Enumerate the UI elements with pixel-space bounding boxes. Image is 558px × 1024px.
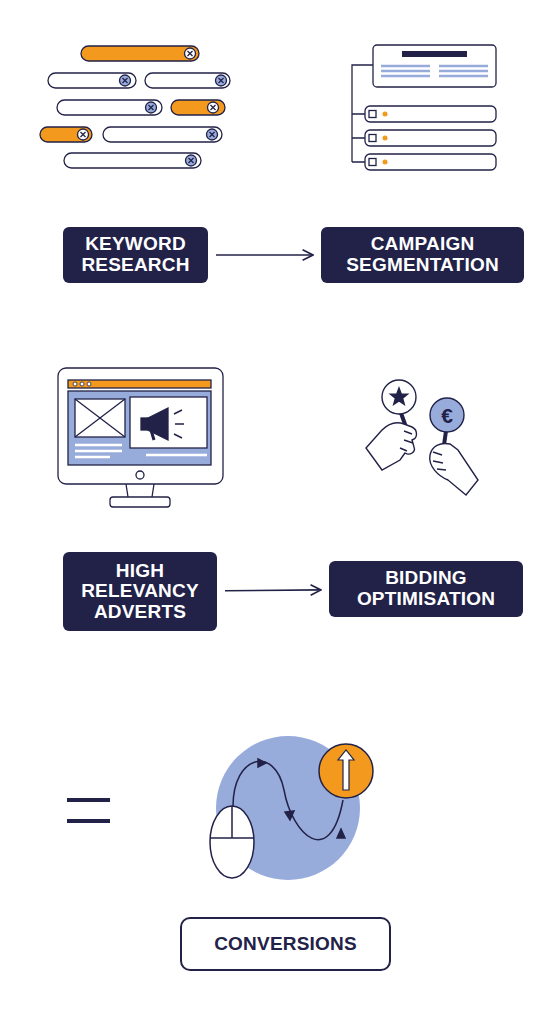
keyword-pill [81,46,199,61]
remove-icon [216,75,227,86]
browser-dot [87,382,91,386]
status-dot [383,160,388,165]
remove-icon [207,129,218,140]
equals-bars [67,800,110,821]
browser-dot [80,382,84,386]
browser-dot [73,382,77,386]
remove-icon [120,75,131,86]
status-dot [383,136,388,141]
card-lines [381,66,488,76]
keyword-pill [145,73,230,88]
step-label: CONVERSIONS [214,934,357,955]
remove-icon [78,129,89,140]
currency-symbol: € [427,402,467,430]
ad-panel [130,397,207,448]
keyword-pill [57,100,162,115]
step-label: KEYWORD RESEARCH [69,234,202,275]
hand [366,423,417,470]
monitor-frame [58,368,223,484]
sound-lines [174,410,184,438]
segment-row [365,106,496,122]
step-box: CAMPAIGN SEGMENTATION [321,227,524,283]
text-lines [75,445,207,457]
step-label: HIGH RELEVANCY ADVERTS [69,561,211,623]
finger-lines [433,452,446,470]
remove-icon [185,48,196,59]
keyword-pill [103,127,222,142]
monitor-base [110,497,170,507]
megaphone [148,408,168,440]
step-box: HIGH RELEVANCY ADVERTS [63,552,217,631]
keyword-pill [64,153,201,168]
keyword-pill [48,73,136,88]
card-title-bar [402,51,467,57]
image-placeholder [75,399,125,437]
keyword-pill [171,100,225,115]
conversion-icon [210,736,373,880]
checkbox [369,135,376,142]
remove-cross [211,105,216,110]
monitor-icon [58,368,223,507]
power-button [136,471,144,479]
flow-arrow [225,589,321,591]
segment-row [365,154,496,170]
checkbox [369,159,376,166]
remove-cross [189,158,194,163]
status-dot [383,112,388,117]
up-arrow [338,750,354,790]
remove-icon [208,102,219,113]
step-box: BIDDING OPTIMISATION [329,561,523,617]
remove-cross [81,132,86,137]
campaign-card [373,45,496,87]
hand [430,443,478,495]
star-symbol [390,388,407,404]
monitor-neck [126,484,154,497]
megaphone-back [141,418,148,430]
keyword-pill [40,127,92,142]
segmentation-tree [352,45,496,170]
quality-paddle [382,380,416,414]
equals-sign [67,800,110,821]
step-box: KEYWORD RESEARCH [63,227,208,283]
flow-arrow [216,254,313,256]
segment-row [365,130,496,146]
remove-cross [219,78,224,83]
megaphone-handle [151,430,154,440]
mouse-buttons [210,806,254,838]
step-label: CAMPAIGN SEGMENTATION [327,234,518,275]
remove-cross [123,78,128,83]
browser-bar [68,380,211,388]
finger-lines [400,431,413,451]
remove-icon [146,102,157,113]
screen [68,391,211,465]
keyword-bars [40,46,230,168]
remove-icon [186,155,197,166]
growth-badge [319,744,373,798]
checkbox [369,111,376,118]
image-cross [75,399,125,437]
bidding-hands [366,380,478,495]
remove-cross [210,132,215,137]
remove-cross [149,105,154,110]
step-label: BIDDING OPTIMISATION [335,568,517,609]
remove-cross [188,51,193,56]
mouse-body [210,806,254,878]
result-box: CONVERSIONS [180,917,391,971]
